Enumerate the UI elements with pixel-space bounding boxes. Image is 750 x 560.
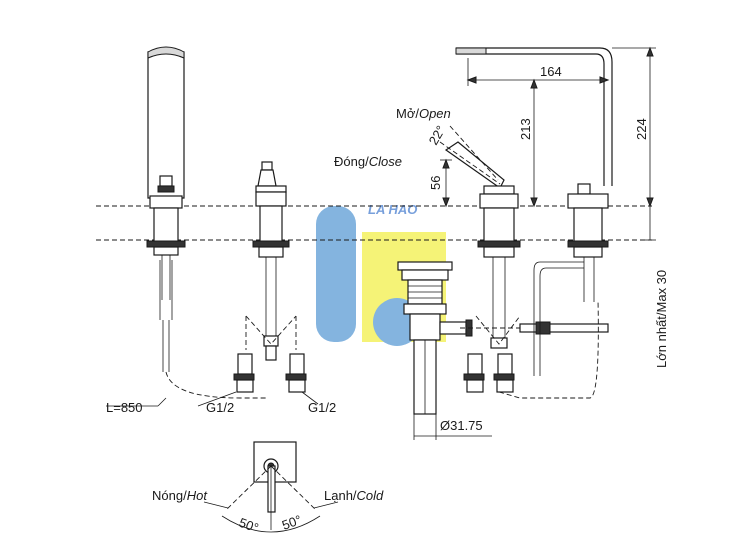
- hose-length-label: L=850: [106, 400, 143, 415]
- mixer-top-view: [203, 441, 339, 533]
- mixer-side-view: [233, 161, 307, 393]
- dim-max-30: Lớn nhất/Max 30: [654, 270, 669, 368]
- angle-left-label: 50°: [237, 515, 261, 536]
- drain-diameter-label: Ø31.75: [440, 418, 483, 433]
- label-open: Mở/Open: [396, 106, 451, 121]
- spout-profile-view: [455, 47, 613, 399]
- label-cold: Lạnh/Cold: [324, 488, 384, 503]
- pop-up-drain: [397, 261, 473, 440]
- dim-164: 164: [540, 64, 562, 79]
- dim-213: 213: [518, 118, 533, 140]
- thread-label-left: G1/2: [206, 400, 234, 415]
- mixer-with-handle: [439, 125, 609, 393]
- thread-label-right: G1/2: [308, 400, 336, 415]
- label-close: Đóng/Close: [334, 154, 402, 169]
- label-hot: Nóng/Hot: [152, 488, 208, 503]
- spout-side-view: [146, 46, 268, 399]
- dim-56: 56: [428, 176, 443, 190]
- watermark-text: LA HAO: [368, 202, 417, 217]
- dim-224: 224: [634, 118, 649, 140]
- angle-right-label: 50°: [280, 512, 304, 533]
- dimension-lines: [106, 46, 656, 437]
- watermark-blue-bar: [316, 206, 356, 342]
- dim-22-deg: 22°: [426, 123, 449, 148]
